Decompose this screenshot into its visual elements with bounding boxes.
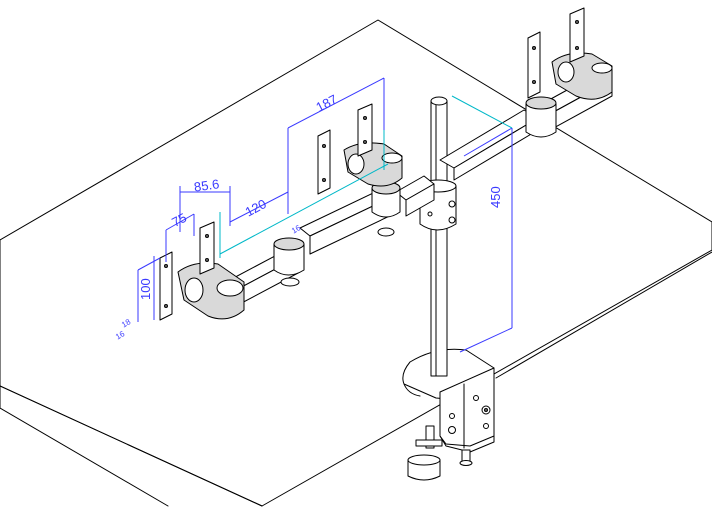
center-line-pole-top [451, 95, 513, 129]
left-arm-pole-link-side [405, 183, 435, 217]
collar-bolt-3 [427, 211, 433, 217]
clamp-screw-hole-2 [473, 395, 479, 401]
left-vesa-knob [216, 279, 244, 297]
dimension-label-18: 18 [120, 317, 133, 330]
left-elbow-cap [273, 237, 305, 251]
center-lines [219, 95, 513, 258]
middle-plate-hole-2 [321, 177, 326, 182]
clamp-screw-hole-1-core [483, 407, 488, 412]
left-middle-joint-foot [377, 227, 395, 237]
desk [0, 19, 712, 507]
dimension-label-100: 100 [138, 278, 153, 300]
left-elbow-foot [280, 277, 300, 287]
desk-top-surface [0, 19, 712, 507]
clamp-screw-hole-3 [449, 413, 455, 419]
right-vesa-tilt-disc [557, 61, 575, 83]
left-vesa-head [177, 262, 245, 320]
clamp-screw-nut [415, 439, 443, 447]
middle-plate-hole-3 [362, 116, 367, 121]
pole-body [430, 100, 448, 377]
left-plate-hole-3 [204, 233, 209, 238]
middle-plate-hole-4 [362, 139, 367, 144]
collar-bolt-2 [448, 216, 456, 224]
dimension-label-120: 120 [243, 196, 269, 219]
desk-clamp [402, 348, 495, 481]
right-vesa-knob [591, 62, 613, 74]
desk-front-edge [0, 385, 263, 507]
dimension-line-187 [287, 77, 385, 129]
clamp-screw-hole-5 [483, 423, 489, 429]
middle-vesa-plate-2 [357, 103, 373, 157]
middle-vesa-knob [381, 152, 403, 164]
pole-top-cap [430, 96, 448, 106]
dimension-label-450: 450 [488, 186, 503, 208]
clamp-top-plate-edge [403, 383, 421, 397]
middle-vesa-plate-1 [317, 129, 331, 195]
dimension-line-75 [165, 213, 195, 231]
dimension-label-85-6: 85.6 [193, 176, 220, 194]
clamp-screw-rod [425, 425, 435, 449]
clamp-lower-jaw-top [407, 454, 441, 466]
vertical-pole [419, 96, 457, 377]
left-vesa-plate-1 [159, 251, 173, 321]
right-vesa-plate-1 [527, 31, 541, 99]
dimension-line-120 [229, 191, 289, 223]
middle-plate-hole-1 [321, 143, 326, 148]
left-vesa-plate-2 [199, 221, 215, 275]
clamp-screw-hole-4 [448, 426, 456, 434]
right-plate-hole-1 [532, 46, 537, 51]
right-plate-hole-4 [575, 46, 580, 51]
left-plate-hole-2 [163, 303, 168, 308]
desk-thickness-left [0, 385, 169, 507]
right-plate-hole-3 [575, 19, 580, 24]
collar-bolt-1 [448, 200, 456, 208]
dimension-label-187: 187 [313, 92, 339, 115]
dimension-label-small-b: 16 [290, 223, 303, 236]
clamp-lower-jaw [407, 459, 441, 481]
dimension-label-75: 75 [169, 210, 189, 230]
center-line-left-monitors [219, 163, 389, 255]
left-vesa-tilt-disc [184, 277, 204, 303]
extension-line-450-bottom [459, 327, 513, 353]
right-plate-hole-2 [532, 80, 537, 85]
clamp-knob-cap [459, 460, 473, 466]
right-elbow-cap [525, 96, 557, 110]
middle-vesa-tilt-disc [347, 153, 365, 175]
right-vesa-plate-2 [569, 7, 585, 63]
left-arm [159, 103, 435, 321]
extension-line-100-top [137, 257, 161, 271]
extension-line-450-top [463, 127, 513, 157]
right-arm [439, 7, 613, 181]
desk-thickness-right [495, 251, 712, 379]
dimension-label-small-a: 16 [114, 329, 127, 342]
left-plate-hole-4 [204, 257, 209, 262]
left-plate-hole-1 [163, 263, 168, 268]
